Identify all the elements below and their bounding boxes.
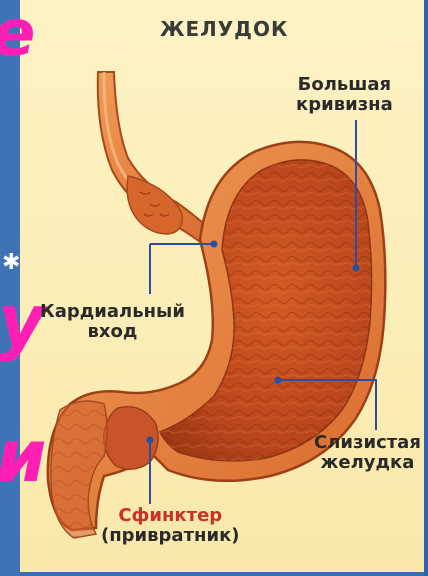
label-cardia: Кардиальный вход: [40, 302, 185, 342]
label-mucosa-line2: желудка: [314, 453, 421, 473]
slide-text-fragment-middle: у: [0, 285, 45, 357]
label-sphincter-line1: Сфинктер: [101, 506, 240, 526]
slide-text-fragment-bottom: и: [0, 420, 46, 492]
label-sphincter-line2: (привратник): [101, 526, 240, 546]
label-sphincter: Сфинктер (привратник): [101, 506, 240, 546]
label-greater-curvature-line2: кривизна: [296, 95, 393, 115]
slide-bullet-fragment: ✱: [2, 252, 20, 274]
label-greater-curvature-line1: Большая: [296, 75, 393, 95]
diagram-title: ЖЕЛУДОК: [160, 18, 288, 40]
label-cardia-line2: вход: [40, 322, 185, 342]
esophagus-bulge: [127, 176, 182, 234]
label-greater-curvature: Большая кривизна: [296, 75, 393, 115]
label-mucosa: Слизистая желудка: [314, 433, 421, 473]
label-mucosa-line1: Слизистая: [314, 433, 421, 453]
label-cardia-line1: Кардиальный: [40, 302, 185, 322]
slide-text-fragment-top: е: [0, 2, 35, 66]
